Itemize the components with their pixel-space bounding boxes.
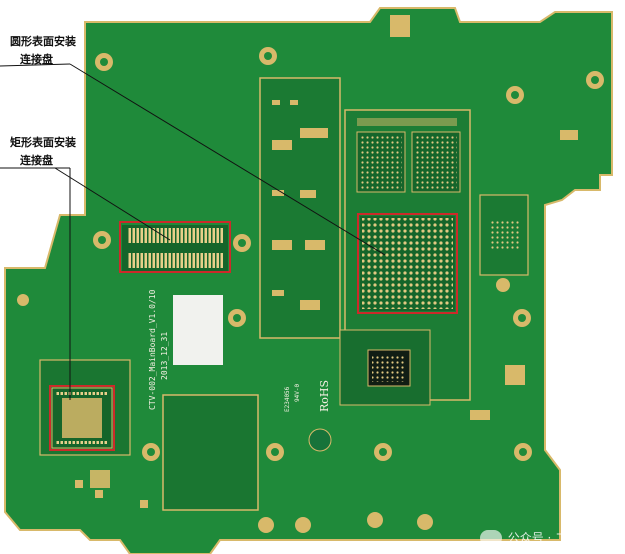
- round-pad-annotation-line1: 圆形表面安装: [10, 35, 76, 48]
- round-pad-highlight-box: [357, 213, 458, 314]
- part-code-2: 94V-0: [294, 383, 301, 402]
- rect-pad-annotation-line2: 连接盘: [20, 154, 53, 167]
- silkscreen-date: 2013_12_31: [160, 331, 169, 380]
- rect-pad-annotation: 矩形表面安装 连接盘: [10, 134, 76, 170]
- round-pad-leader-line: [69, 63, 386, 256]
- part-code-1: E234056: [284, 386, 291, 412]
- rect-pad-highlight-box: [119, 221, 231, 273]
- wechat-icon: [479, 529, 502, 546]
- rohs-mark: RoHS: [318, 379, 331, 412]
- bga-pad-array: [362, 218, 453, 309]
- side-chip-pads: [490, 220, 520, 250]
- card-slot-outline: [162, 394, 259, 511]
- qfn-highlight-box: [49, 385, 115, 451]
- watermark: 公众号 · 二木讲PCB: [479, 529, 615, 546]
- rect-pad-leader-line: [54, 167, 171, 241]
- silkscreen-board-name: CTV-002_MainBoard_V1.0/10: [148, 289, 157, 410]
- watermark-text: 公众号 · 二木讲PCB: [507, 531, 615, 545]
- rect-pad-annotation-line1: 矩形表面安装: [10, 136, 76, 149]
- power-section-outline: [259, 77, 341, 339]
- white-label-patch: [173, 295, 223, 365]
- smd-pads: [75, 15, 578, 508]
- round-pad-annotation-line2: 连接盘: [20, 53, 53, 66]
- round-pad-annotation: 圆形表面安装 连接盘: [10, 33, 76, 69]
